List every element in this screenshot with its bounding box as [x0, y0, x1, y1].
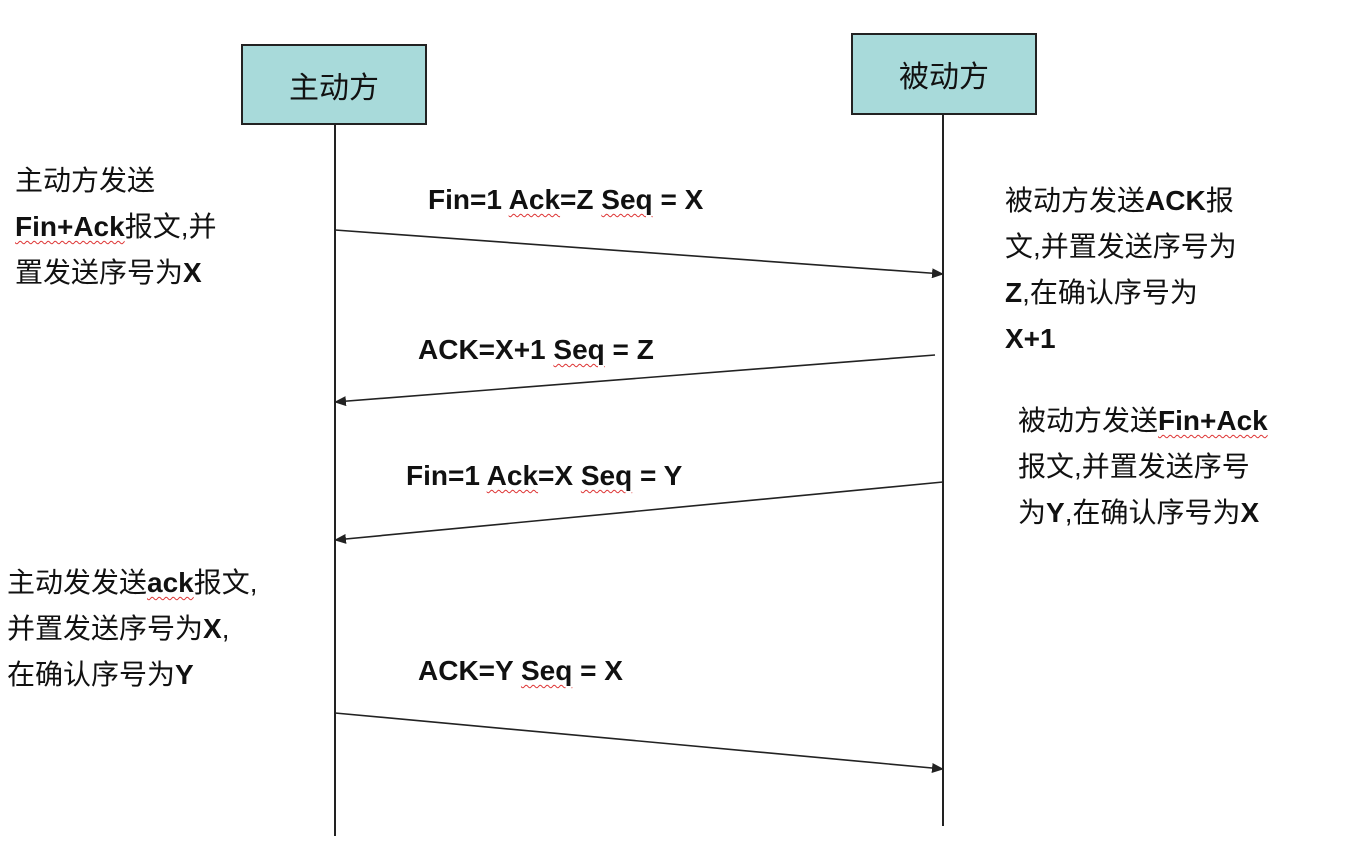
note-text: ,: [221, 613, 230, 644]
message-label-token: =: [660, 184, 677, 215]
message-label-token: Seq: [601, 184, 653, 215]
message-label-token: =: [580, 655, 597, 686]
note-line: 置发送序号为X: [15, 250, 216, 296]
message-label-token: X: [604, 655, 623, 686]
participant-passive-label: 被动方: [899, 61, 989, 94]
message-label-token: [573, 460, 581, 491]
message-label-token: Ack=X: [486, 460, 574, 491]
note-line: X+1: [1005, 316, 1237, 362]
note-line: Z,在确认序号为: [1005, 270, 1237, 316]
note-text: X: [1240, 497, 1260, 528]
message-label-token: [632, 460, 640, 491]
message-label-token: ACK=Y: [418, 655, 514, 686]
message-label-4: ACK=Y Seq = X: [418, 655, 623, 687]
note-text: 文,并置发送序号为: [1005, 231, 1237, 262]
note-line: 报文,并置发送序号: [1018, 444, 1268, 490]
note-text: 在确认序号为: [7, 659, 176, 690]
note-text: 主动方发送: [15, 165, 156, 196]
note-text: ACK: [1145, 185, 1206, 216]
participant-active: 主动方: [241, 44, 427, 125]
note-text: Z: [1005, 277, 1023, 308]
message-label-3: Fin=1 Ack=X Seq = Y: [406, 460, 682, 492]
note-line: 主动方发送: [15, 158, 216, 204]
note-text: 置发送序号为: [15, 257, 184, 288]
message-label-token: [502, 184, 509, 215]
message-arrow-1: [334, 229, 944, 279]
message-label-token: [677, 184, 685, 215]
note-passive-ack: 被动方发送ACK报文,并置发送序号为 Z,在确认序号为 X+1: [1005, 178, 1237, 362]
note-line: 主动发发送ack报文,: [7, 560, 258, 606]
note-line: 文,并置发送序号为: [1005, 224, 1237, 270]
message-label-token: Fin=1: [428, 184, 502, 215]
note-text: Fin+Ack: [15, 211, 125, 242]
message-arrow-4: [334, 712, 944, 773]
message-label-token: =: [612, 334, 629, 365]
note-text: 报: [1205, 185, 1234, 216]
message-label-token: Seq: [520, 655, 573, 686]
note-text: X: [203, 613, 222, 644]
note-text: ,在确认序号为: [1022, 277, 1198, 308]
message-label-token: Seq: [580, 460, 633, 491]
message-label-token: =: [640, 460, 657, 491]
message-label-token: [513, 655, 521, 686]
message-label-token: [605, 334, 613, 365]
message-label-token: Seq: [553, 334, 605, 365]
message-label-token: [572, 655, 580, 686]
message-label-token: [480, 460, 487, 491]
message-label-token: Y: [663, 460, 683, 491]
note-text: 报文,并置发送序号: [1018, 451, 1250, 482]
note-text: 为: [1018, 497, 1047, 528]
message-label-2: ACK=X+1 Seq = Z: [418, 334, 654, 366]
note-text: ack: [147, 567, 194, 598]
note-text: 主动发发送: [7, 567, 148, 598]
message-label-token: Ack=Z: [508, 184, 594, 215]
message-label-token: Z: [636, 334, 654, 365]
message-arrow-2: [334, 354, 936, 407]
note-text: 并置发送序号为: [7, 613, 204, 644]
participant-active-label: 主动方: [289, 71, 379, 105]
note-line: 被动方发送ACK报: [1005, 178, 1237, 224]
note-text: ,在确认序号为: [1064, 497, 1241, 528]
note-text: 被动方发送: [1018, 405, 1159, 436]
note-text: X: [183, 257, 202, 288]
note-line: Fin+Ack报文,并: [15, 204, 216, 250]
note-line: 在确认序号为Y: [7, 652, 258, 698]
message-label-token: [656, 460, 663, 491]
note-text: Fin+Ack: [1158, 405, 1268, 436]
message-label-token: X: [684, 184, 704, 215]
participant-passive: 被动方: [851, 33, 1037, 115]
note-line: 并置发送序号为X,: [7, 606, 258, 652]
message-label-token: [629, 334, 637, 365]
note-line: 为Y,在确认序号为X: [1018, 490, 1268, 536]
note-text: 报文,并: [124, 211, 217, 242]
note-text: 被动方发送: [1005, 185, 1146, 216]
note-text: Y: [175, 659, 194, 690]
message-label-token: Fin=1: [406, 460, 480, 491]
note-text: Y: [1046, 497, 1065, 528]
note-text: 报文,: [193, 567, 258, 598]
message-label-token: ACK=X+1: [418, 334, 546, 365]
message-arrow-3: [334, 481, 944, 544]
note-active-ack: 主动发发送ack报文,并置发送序号为X,在确认序号为Y: [7, 560, 258, 698]
message-label-1: Fin=1 Ack=Z Seq = X: [428, 184, 703, 216]
note-text: X+1: [1005, 323, 1056, 354]
note-line: 被动方发送Fin+Ack: [1018, 398, 1268, 444]
